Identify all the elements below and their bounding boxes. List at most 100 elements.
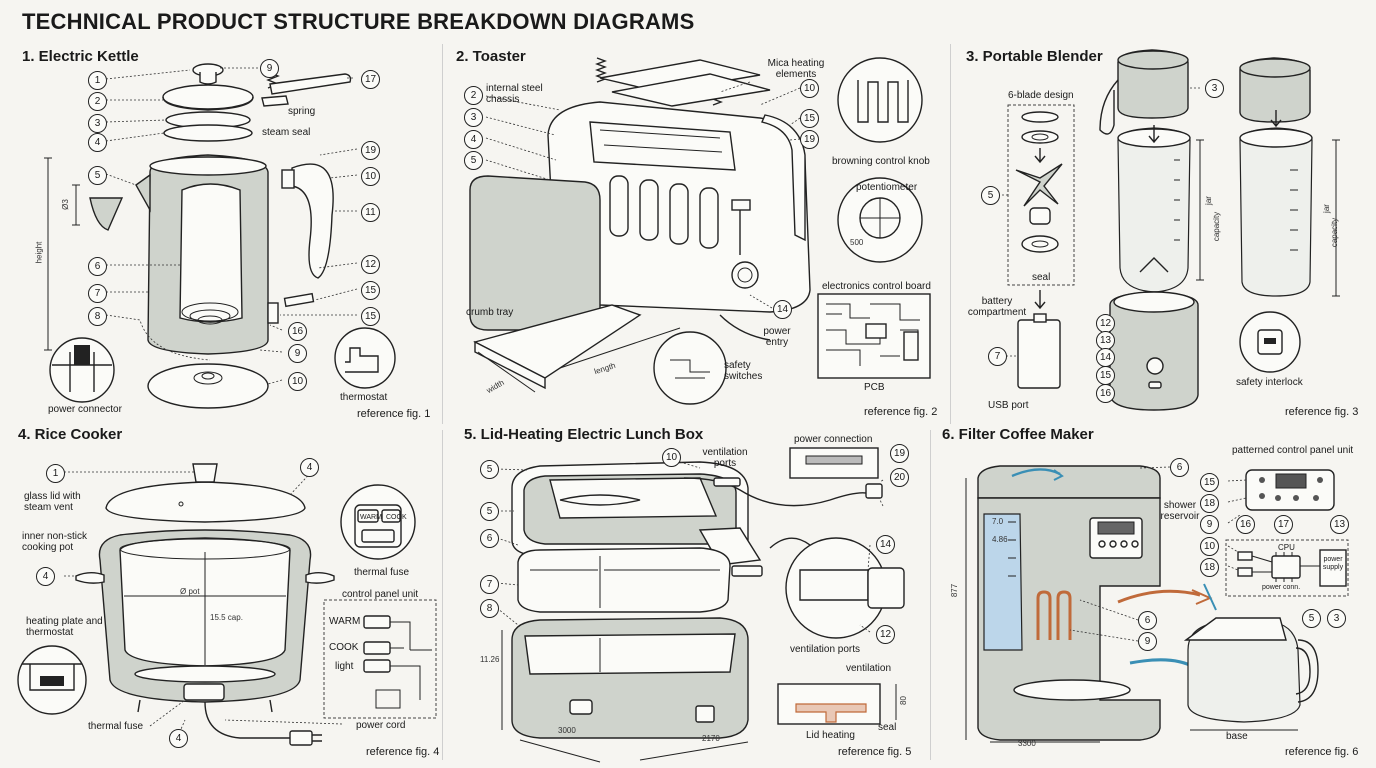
kettle-label-spring: spring xyxy=(288,106,316,117)
kettle-callout: 5 xyxy=(88,166,107,185)
panel-5-heading: 5. Lid-Heating Electric Lunch Box xyxy=(464,426,704,443)
toaster-label-browning-control-knob: browning control knob xyxy=(832,156,930,167)
rice-label-power-cord: power cord xyxy=(356,720,406,731)
coffee-dim-level-2: 4.86 xyxy=(992,535,1008,544)
coffee-callout: 15 xyxy=(1200,473,1219,492)
blender-label-battery-compartment: battery compartment xyxy=(967,296,1027,318)
blender-callout: 14 xyxy=(1096,348,1115,367)
toaster-label-mica-heating-elements: Mica heating elements xyxy=(767,58,825,80)
blender-label-safety-interlock: safety interlock xyxy=(1236,377,1303,388)
blender-dim-capacity: capacity xyxy=(1212,211,1222,242)
rice-callout: 4 xyxy=(300,458,319,477)
panel-2-reference: reference fig. 2 xyxy=(864,406,938,418)
lunch-box-illustration xyxy=(496,447,905,763)
kettle-callout: 7 xyxy=(88,284,107,303)
kettle-label-power-connector: power connector xyxy=(48,404,122,415)
coffee-label-control-panel-unit: patterned control panel unit xyxy=(1232,445,1354,456)
kettle-callout: 4 xyxy=(88,133,107,152)
kettle-callout: 9 xyxy=(288,344,307,363)
toaster-illustration xyxy=(469,57,931,405)
coffee-callout: 10 xyxy=(1200,537,1219,556)
blender-callout: 5 xyxy=(981,186,1000,205)
toaster-callout: 5 xyxy=(464,151,483,170)
toaster-callout: 4 xyxy=(464,130,483,149)
panel-4-heading: 4. Rice Cooker xyxy=(18,426,123,443)
kettle-label-steam-seal: steam seal xyxy=(262,127,311,138)
panel-6-heading: 6. Filter Coffee Maker xyxy=(942,426,1094,443)
panel-3-reference: reference fig. 3 xyxy=(1285,406,1359,418)
vertical-divider-right-bottom xyxy=(930,430,931,760)
coffee-callout: 18 xyxy=(1200,558,1219,577)
rice-label-control-panel-unit: control panel unit xyxy=(342,589,419,600)
kettle-callout: 19 xyxy=(361,141,380,160)
kettle-callout: 15 xyxy=(361,307,380,326)
lunch-callout: 12 xyxy=(876,625,895,644)
rice-label-thermal-fuse-detail: thermal fuse xyxy=(354,567,410,578)
lunch-callout: 8 xyxy=(480,599,499,618)
rice-label-inner-pot: inner non-stick cooking pot xyxy=(22,531,88,553)
rice-dim-capacity: 15.5 cap. xyxy=(210,613,243,622)
rice-callout: 4 xyxy=(36,567,55,586)
page-title: TECHNICAL PRODUCT STRUCTURE BREAKDOWN DI… xyxy=(22,9,695,34)
blender-illustration xyxy=(998,49,1340,411)
blender-callout: 15 xyxy=(1096,366,1115,385)
lunch-callout: 5 xyxy=(480,460,499,479)
kettle-callout: 11 xyxy=(361,203,380,222)
vertical-divider-left xyxy=(442,44,443,424)
rice-label-glass-lid: glass lid with steam vent xyxy=(24,491,81,513)
vertical-divider-left-bottom xyxy=(442,430,443,760)
kettle-illustration xyxy=(44,63,396,409)
lunch-dim-length: 3000 xyxy=(558,726,576,735)
toaster-label-pcb: PCB xyxy=(864,382,885,393)
kettle-callout: 10 xyxy=(288,372,307,391)
lunch-callout: 6 xyxy=(480,529,499,548)
coffee-dim-width: 3300 xyxy=(1018,739,1036,748)
coffee-maker-illustration xyxy=(965,465,1349,743)
toaster-label-power-entry: power entry xyxy=(763,326,791,348)
blender-label-6-blade-design: 6-blade design xyxy=(1008,90,1074,101)
panel-3-heading: 3. Portable Blender xyxy=(966,48,1103,65)
kettle-callout: 9 xyxy=(260,59,279,78)
rice-label-thermal-fuse: thermal fuse xyxy=(88,721,144,732)
coffee-label-cpu: CPU xyxy=(1278,543,1295,552)
rice-label-heating-plate: heating plate and thermostat xyxy=(26,616,103,638)
lunch-dim-height: 11.26 xyxy=(480,655,500,664)
kettle-callout: 16 xyxy=(288,322,307,341)
lunch-callout: 5 xyxy=(480,502,499,521)
kettle-dim-diameter: Ø3 xyxy=(60,199,70,210)
kettle-callout: 12 xyxy=(361,255,380,274)
toaster-callout: 10 xyxy=(800,79,819,98)
blender-callout: 7 xyxy=(988,347,1007,366)
kettle-callout: 1 xyxy=(88,71,107,90)
lunch-dim-width: 2170 xyxy=(702,734,720,743)
toaster-dim-knob: 500 xyxy=(850,238,864,247)
kettle-callout: 3 xyxy=(88,114,107,133)
toaster-label-crumb-tray: crumb tray xyxy=(466,307,514,318)
rice-callout: 4 xyxy=(169,729,188,748)
coffee-callout: 9 xyxy=(1138,632,1157,651)
blender-dim-jar: jar xyxy=(1203,196,1213,205)
blender-label-seal: seal xyxy=(1032,272,1051,283)
rice-dim-pot: Ø pot xyxy=(180,587,200,596)
blender-label-usb-port: USB port xyxy=(988,400,1029,411)
panel-1-heading: 1. Electric Kettle xyxy=(22,48,139,65)
lunch-label-ventilation-ports: ventilation ports xyxy=(790,644,861,655)
coffee-label-shower-reservoir: shower reservoir xyxy=(1160,500,1200,522)
coffee-callout: 17 xyxy=(1274,515,1293,534)
coffee-label-power-supply: power supply xyxy=(1322,556,1344,571)
coffee-callout: 9 xyxy=(1200,515,1219,534)
toaster-label-potentiometer: potentiometer xyxy=(856,182,918,193)
kettle-callout: 2 xyxy=(88,92,107,111)
toaster-callout: 15 xyxy=(800,109,819,128)
lunch-callout: 7 xyxy=(480,575,499,594)
panel-6-reference: reference fig. 6 xyxy=(1285,746,1359,758)
toaster-label-electronics-control-board: electronics control board xyxy=(822,281,931,292)
blender-callout: 3 xyxy=(1205,79,1224,98)
panel-1-reference: reference fig. 1 xyxy=(357,408,431,420)
kettle-label-thermostat: thermostat xyxy=(340,392,388,403)
toaster-callout: 3 xyxy=(464,108,483,127)
kettle-dim-height: height xyxy=(34,241,44,264)
kettle-callout: 6 xyxy=(88,257,107,276)
lunch-dim-vent: 80 xyxy=(898,696,908,705)
